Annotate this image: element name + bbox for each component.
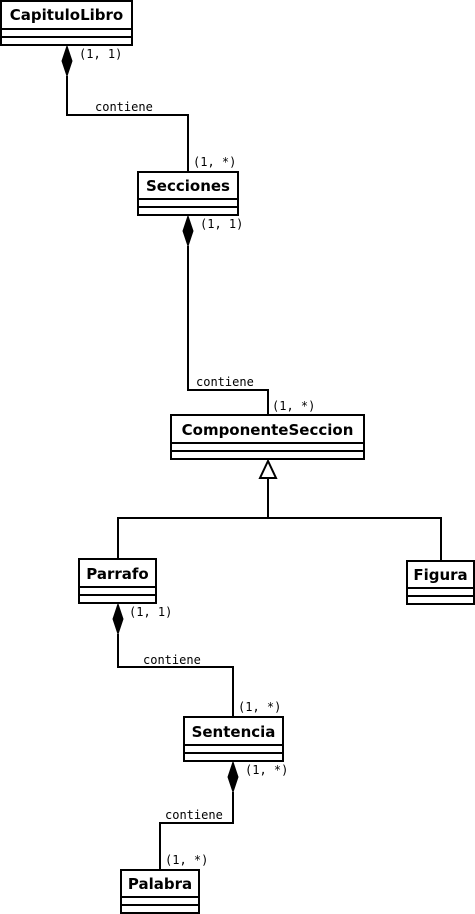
class-figura[interactable]: Figura <box>406 560 475 605</box>
composition-diamond-parrafo <box>112 602 124 636</box>
class-capitulo-libro[interactable]: CapituloLibro <box>0 0 133 46</box>
class-name-palabra: Palabra <box>128 875 192 893</box>
multiplicity-parrafo-whole: (1, 1) <box>129 605 172 619</box>
link-sentencia-palabra <box>159 792 234 870</box>
class-name-parrafo: Parrafo <box>86 565 148 583</box>
multiplicity-palabra-part: (1, *) <box>165 853 208 867</box>
multiplicity-secciones-part: (1, *) <box>193 155 236 169</box>
class-name-secciones: Secciones <box>146 177 230 195</box>
class-parrafo[interactable]: Parrafo <box>78 558 157 604</box>
link-parrafo-sentencia <box>117 634 234 717</box>
composition-diamond-capitulo <box>61 44 73 78</box>
composition-diamond-secciones <box>182 214 194 248</box>
generalization-line-parrafo <box>117 478 269 559</box>
generalization-line-figura <box>268 517 442 561</box>
class-name-capitulo-libro: CapituloLibro <box>10 6 123 24</box>
class-palabra[interactable]: Palabra <box>120 869 200 914</box>
class-name-figura: Figura <box>413 566 467 584</box>
generalization-triangle <box>258 458 278 479</box>
multiplicity-componente-part: (1, *) <box>272 399 315 413</box>
composition-diamond-sentencia <box>227 760 239 794</box>
association-label-capitulo-secciones: contiene <box>95 100 153 114</box>
link-secciones-componente <box>187 246 269 415</box>
class-name-componente-seccion: ComponenteSeccion <box>182 421 354 439</box>
class-sentencia[interactable]: Sentencia <box>183 716 284 762</box>
multiplicity-sentencia-part: (1, *) <box>238 700 281 714</box>
multiplicity-sentencia-whole: (1, *) <box>245 763 288 777</box>
multiplicity-capitulo-whole: (1, 1) <box>79 47 122 61</box>
class-componente-seccion[interactable]: ComponenteSeccion <box>170 414 365 460</box>
class-secciones[interactable]: Secciones <box>137 171 239 216</box>
association-label-parrafo-sentencia: contiene <box>143 653 201 667</box>
association-label-sentencia-palabra: contiene <box>165 808 223 822</box>
association-label-secciones-componente: contiene <box>196 375 254 389</box>
multiplicity-secciones-whole: (1, 1) <box>200 217 243 231</box>
link-capitulo-secciones <box>66 76 189 172</box>
class-name-sentencia: Sentencia <box>192 723 276 741</box>
